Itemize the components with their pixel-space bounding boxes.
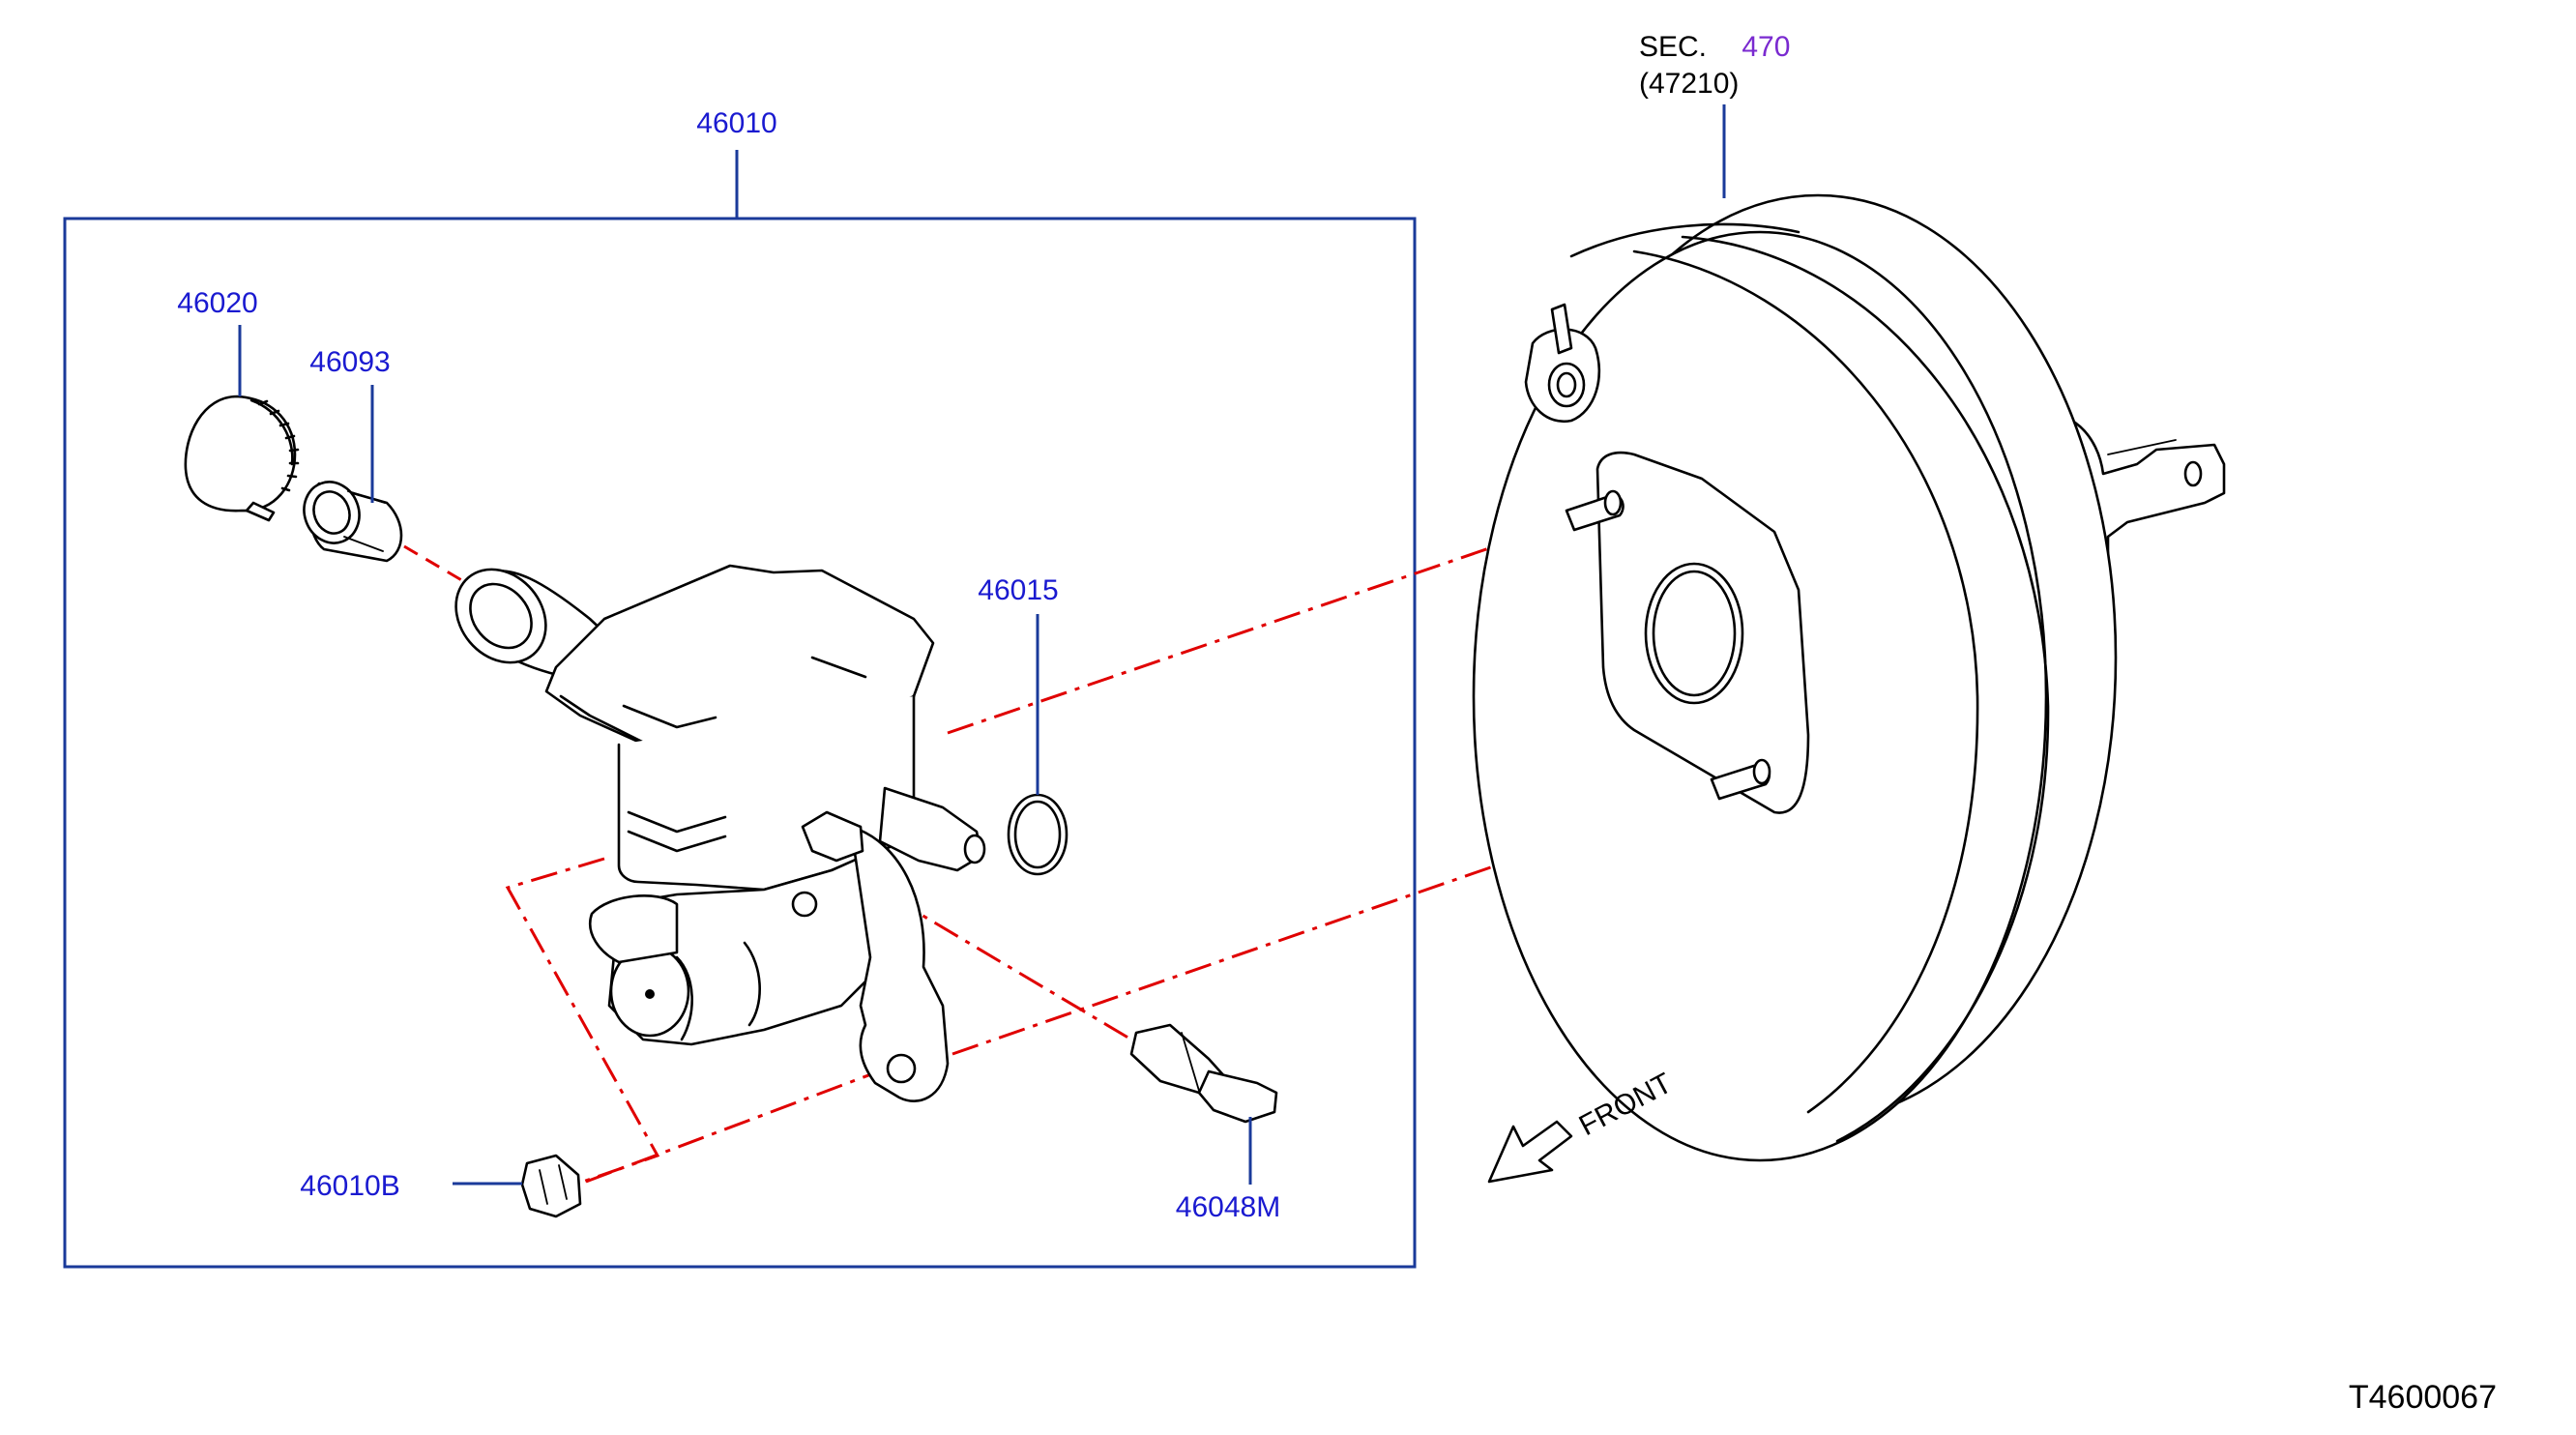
brake-booster-part[interactable]: [1472, 193, 2226, 1162]
cylinder-end-dot: [645, 989, 655, 999]
reservoir-rib: [622, 656, 867, 729]
stud-upper-head: [1603, 489, 1623, 516]
sensor-seam: [1181, 1032, 1200, 1092]
phantom-nut-to-flange: [585, 1062, 900, 1184]
phantom-cap-to-filler: [403, 544, 509, 609]
o-ring-outer: [1007, 793, 1068, 876]
phantom-lines: [403, 518, 1717, 1184]
o-ring-inner: [1013, 800, 1062, 869]
flange-hole: [886, 1053, 917, 1084]
mounting-flange: [849, 825, 950, 1102]
callout-o-ring[interactable]: 46015: [978, 574, 1058, 606]
outlet-pipe-end: [963, 834, 986, 864]
section-ref-part: (47210): [1639, 68, 1739, 100]
booster-shell-seam-inner: [1632, 249, 1979, 1114]
callout-sensor[interactable]: 46048M: [1176, 1191, 1280, 1223]
reservoir-cap-knurl: [249, 398, 300, 492]
strainer-rib: [343, 536, 384, 552]
outlet-pipe: [878, 786, 983, 872]
callout-reservoir-cap[interactable]: 46020: [177, 287, 257, 319]
cylinder-inlet-boss: [589, 894, 679, 964]
callout-nut[interactable]: 46010B: [300, 1170, 399, 1202]
check-valve-ring: [1547, 362, 1586, 408]
stud-lower-head: [1752, 758, 1771, 785]
nut-edge: [539, 1169, 548, 1205]
section-ref-line1[interactable]: SEC. 470: [1639, 31, 1790, 63]
reservoir-level-marks: [627, 810, 727, 853]
sensor-part[interactable]: [1129, 1023, 1278, 1124]
pushrod-hole: [2183, 460, 2203, 487]
booster-shell-rim: [1569, 222, 1800, 258]
filler-neck-opening: [469, 582, 533, 650]
arrow-down-left-icon: [1487, 1120, 1573, 1184]
callout-strainer[interactable]: 46093: [309, 346, 390, 378]
nut-edge: [558, 1164, 568, 1200]
pushrod-edge: [2107, 439, 2177, 455]
check-valve-stem: [1550, 303, 1573, 355]
reservoir-cap-body: [184, 395, 297, 512]
o-ring-part[interactable]: [1007, 793, 1068, 876]
phantom-nut-bracket: [505, 857, 660, 1184]
phantom-reservoir-to-stud-upper: [947, 518, 1572, 735]
flange-port: [791, 891, 818, 918]
master-cylinder-part[interactable]: [437, 551, 986, 1102]
callout-assembly[interactable]: 46010: [696, 107, 776, 139]
sensor-port: [801, 810, 864, 863]
strainer-rim-inner: [312, 490, 351, 535]
strainer-part[interactable]: [296, 474, 403, 563]
section-ref-number[interactable]: 470: [1742, 31, 1790, 63]
assembly-frame: [63, 217, 1417, 1269]
sensor-connector: [1197, 1069, 1278, 1124]
reservoir-cap-part[interactable]: [184, 395, 300, 522]
reservoir-cap-tab: [245, 501, 276, 522]
booster-shell-seam: [1681, 235, 2050, 1143]
filler-neck-rim: [454, 568, 547, 664]
booster-center-bore: [1644, 562, 1744, 705]
booster-center-bore-inner: [1652, 570, 1737, 697]
nut-part[interactable]: [520, 1154, 582, 1218]
cylinder-collar: [675, 941, 761, 1041]
diagram-code: T4600067: [2349, 1379, 2497, 1416]
check-valve-hole: [1556, 371, 1577, 398]
strainer-rib: [347, 490, 386, 504]
section-ref-prefix: SEC.: [1639, 31, 1707, 63]
nut-hex: [520, 1154, 582, 1218]
